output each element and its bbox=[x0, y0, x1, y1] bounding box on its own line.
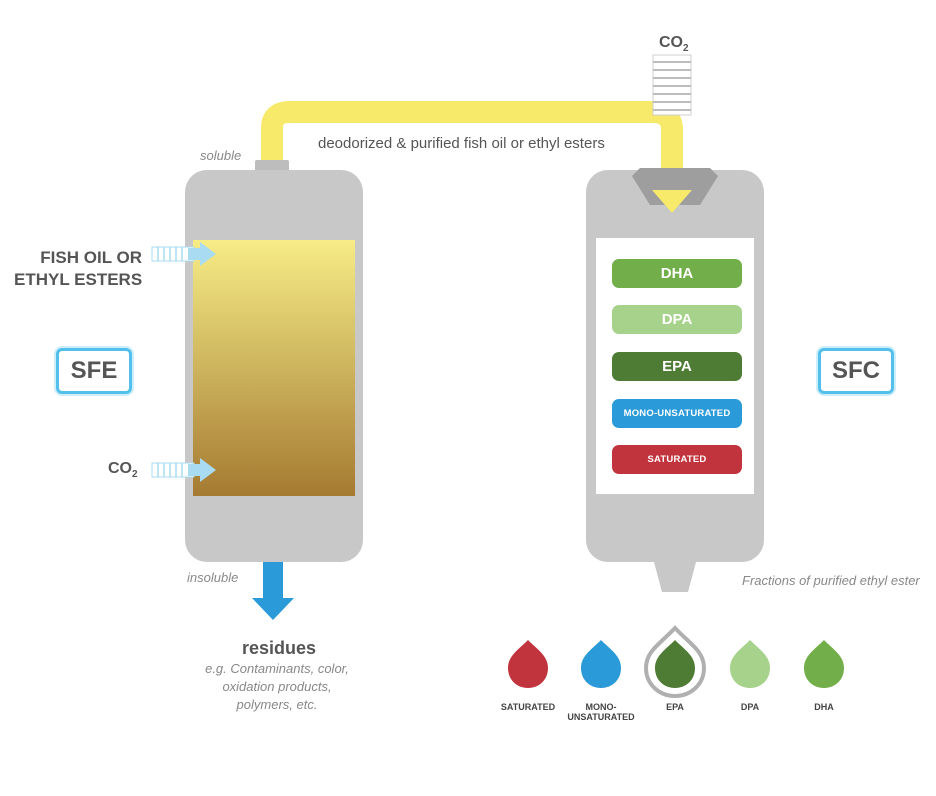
sfc-co2-coil bbox=[652, 54, 692, 116]
legend-label-mono-unsaturated: MONO- UNSATURATED bbox=[556, 702, 646, 722]
fish-oil-input-label: FISH OIL OR ETHYL ESTERS bbox=[14, 247, 142, 291]
sfe-co2-inlet bbox=[151, 458, 216, 482]
sfc-co2-text: CO bbox=[659, 34, 683, 51]
fraction-dha: DHA bbox=[612, 259, 742, 288]
sfc-co2-label: CO2 bbox=[659, 34, 689, 54]
fish-oil-input-label-line1: FISH OIL OR bbox=[40, 248, 142, 267]
fraction-saturated: SATURATED bbox=[612, 445, 742, 474]
pipe-label: deodorized & purified fish oil or ethyl … bbox=[318, 135, 605, 152]
residues-line-3: polymers, etc. bbox=[236, 697, 318, 712]
sfe-label-box: SFE bbox=[56, 348, 132, 394]
sfc-label-box: SFC bbox=[818, 348, 894, 394]
residues-title: residues bbox=[242, 638, 317, 658]
sfc-co2-subscript: 2 bbox=[683, 43, 689, 55]
sfe-co2-text: CO bbox=[108, 460, 132, 477]
transfer-pipe bbox=[261, 101, 683, 196]
sfe-vessel bbox=[185, 160, 363, 562]
sfe-co2-subscript: 2 bbox=[132, 469, 138, 481]
fractions-label: Fractions of purified ethyl ester bbox=[742, 573, 920, 588]
residues-line-1: e.g. Contaminants, color, bbox=[205, 661, 349, 676]
legend-label-saturated: SATURATED bbox=[500, 702, 556, 712]
soluble-label: soluble bbox=[200, 148, 242, 163]
legend-drop-mono-unsaturated bbox=[581, 640, 621, 688]
legend-label-epa: EPA bbox=[666, 702, 684, 712]
legend-label-mono-line2: UNSATURATED bbox=[567, 712, 635, 722]
fraction-mono-unsaturated: MONO-UNSATURATED bbox=[612, 399, 742, 428]
fish-oil-input-label-line2: ETHYL ESTERS bbox=[14, 270, 143, 289]
legend-label-mono-line1: MONO- bbox=[585, 702, 617, 712]
insoluble-label: insoluble bbox=[187, 570, 239, 585]
residues-description: e.g. Contaminants, color, oxidation prod… bbox=[184, 660, 370, 714]
pipe-arrowhead bbox=[652, 190, 692, 213]
legend-drop-epa bbox=[643, 625, 707, 699]
legend-drop-saturated bbox=[508, 640, 548, 688]
legend-label-dpa: DPA bbox=[740, 702, 760, 712]
fraction-dpa: DPA bbox=[612, 305, 742, 334]
legend-drop-dha bbox=[804, 640, 844, 688]
sfe-co2-label: CO2 bbox=[108, 460, 138, 480]
legend-label-dha: DHA bbox=[814, 702, 834, 712]
legend-drop-dpa bbox=[730, 640, 770, 688]
residues-arrow bbox=[252, 562, 294, 620]
sfe-oil-inlet bbox=[151, 242, 216, 266]
fraction-epa: EPA bbox=[612, 352, 742, 381]
residues-line-2: oxidation products, bbox=[222, 679, 332, 694]
